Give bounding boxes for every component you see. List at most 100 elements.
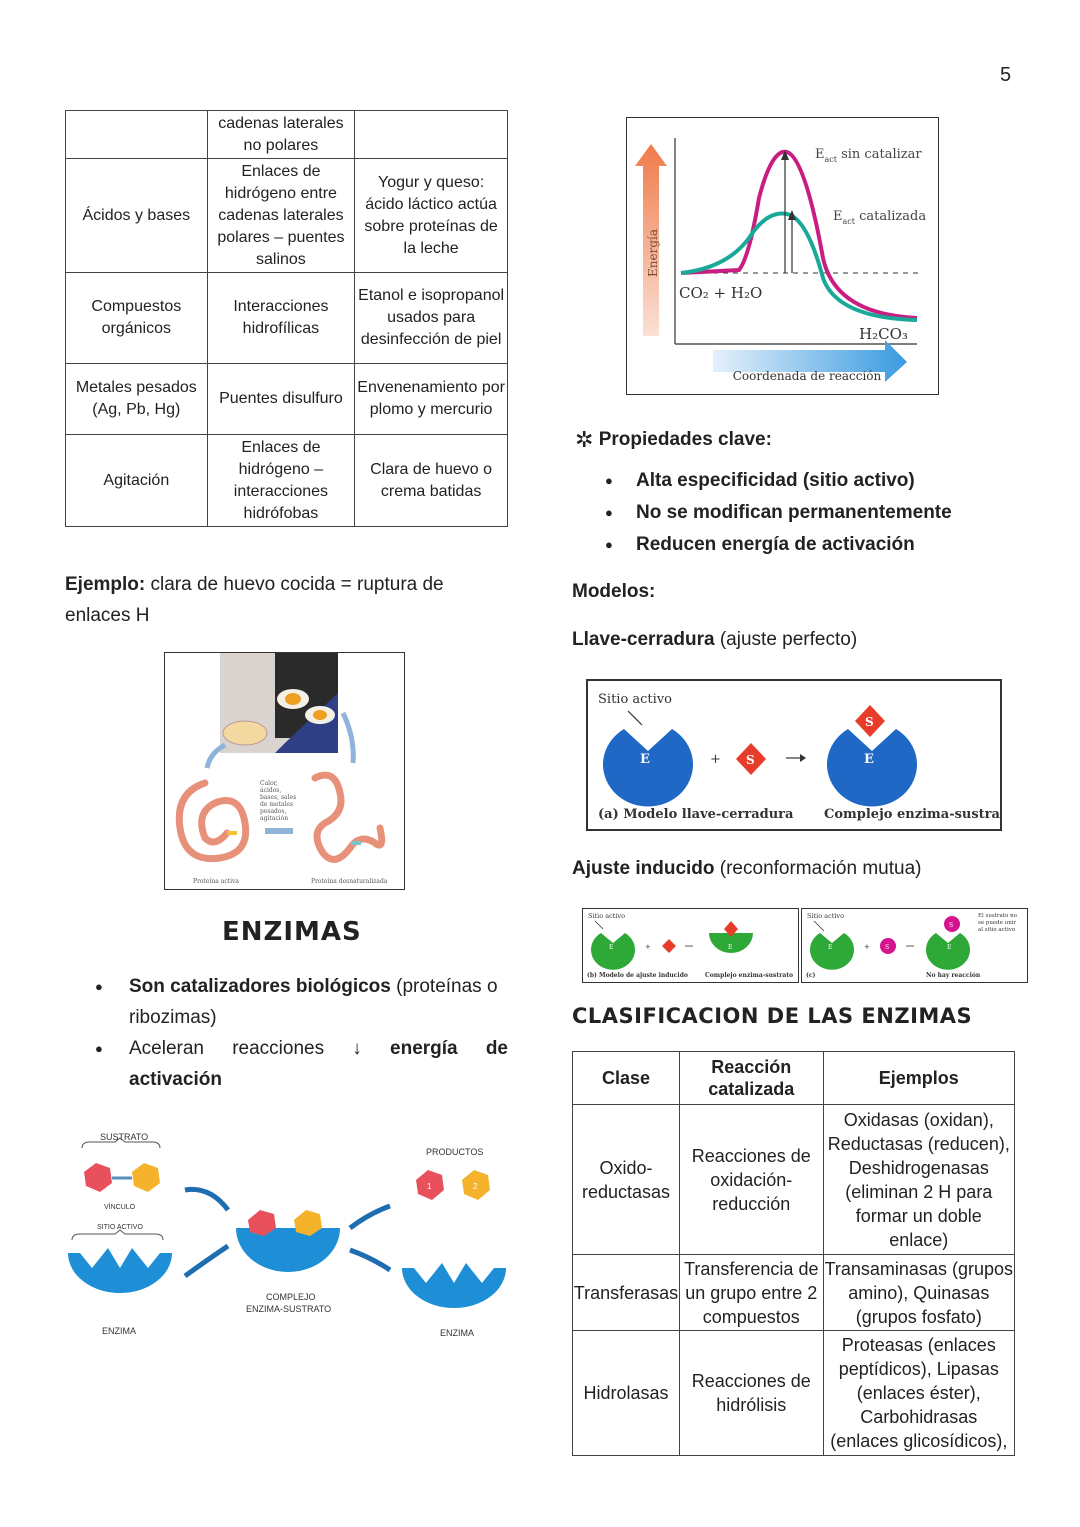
pointer bbox=[594, 920, 604, 930]
table-cell bbox=[354, 110, 508, 159]
brace bbox=[71, 1229, 164, 1241]
table-row: Metales pesados (Ag, Pb, Hg) Puentes dis… bbox=[65, 363, 508, 435]
table-cell: Clara de huevo o crema batidas bbox=[354, 434, 508, 527]
table-cell bbox=[65, 110, 208, 159]
arrowhead bbox=[788, 210, 796, 220]
enzyme-e bbox=[810, 933, 854, 970]
bullet-bold: energía de activación bbox=[129, 1038, 508, 1090]
energy-axis-arrow bbox=[635, 144, 667, 336]
table-cell: Transferencia de un grupo entre 2 compue… bbox=[678, 1254, 824, 1331]
table-row: Agitación Enlaces de hidrógeno – interac… bbox=[65, 434, 508, 527]
table-cell: Enlaces de hidrógeno – interacciones hid… bbox=[206, 434, 356, 527]
enzyme-e bbox=[603, 729, 693, 807]
denatured-protein bbox=[311, 771, 386, 863]
ajuste-rest: (reconformación mutua) bbox=[714, 858, 922, 879]
label-sustrato: SUSTRATO bbox=[100, 1132, 148, 1142]
llave-cerradura-line: Llave-cerradura (ajuste perfecto) bbox=[572, 629, 857, 651]
gear-icon: ✲ bbox=[575, 427, 594, 452]
bullet-bold: Son catalizadores biológicos bbox=[129, 976, 391, 997]
caption-right: Complejo enzima-sustrato bbox=[824, 807, 1000, 822]
x-axis-label: Coordenada de reacción bbox=[733, 369, 882, 383]
clasificacion-title: CLASIFICACION DE LAS ENZIMAS bbox=[572, 1004, 973, 1028]
table-header-row: Clase Reacción catalizada Ejemplos bbox=[572, 1051, 1016, 1105]
enzyme-right bbox=[402, 1263, 506, 1308]
caption-right: Complejo enzima-sustrato bbox=[705, 972, 793, 979]
list-item: Reducen energía de activación bbox=[575, 529, 952, 561]
bond-marker bbox=[227, 831, 237, 835]
bullet-text: (proteínas o ribozimas) bbox=[129, 976, 498, 1028]
enzyme-label: E bbox=[640, 752, 650, 767]
list-item: Aceleran reacciones ↓ energía de activac… bbox=[65, 1033, 508, 1095]
pointer bbox=[627, 710, 643, 726]
caption-left: (b) Modelo de ajuste inducido bbox=[587, 972, 688, 979]
sitio-label: Sitio activo bbox=[807, 912, 844, 920]
substrate-part bbox=[132, 1163, 160, 1192]
substrate-s bbox=[880, 938, 896, 954]
propiedades-list: Alta especificidad (sitio activo) No se … bbox=[575, 465, 952, 561]
complex-substrate-label: S bbox=[865, 715, 874, 729]
lock-key-svg: Sitio activo E + S S E (a) Modelo llave-… bbox=[598, 692, 1015, 822]
substrate-part bbox=[294, 1210, 322, 1236]
table-cell: Etanol e isopropanol usados para desinfe… bbox=[354, 272, 508, 364]
induced-fit-figure: Sitio activo E + E (b) Modelo de ajuste … bbox=[582, 908, 799, 983]
table-cell: Agitación bbox=[65, 434, 208, 527]
lock-key-figure: Sitio activo E + S S E (a) Modelo llave-… bbox=[586, 679, 1015, 831]
classification-table: Clase Reacción catalizada Ejemplos Oxido… bbox=[572, 1051, 1016, 1456]
list-item: No se modifican permanentemente bbox=[575, 497, 952, 529]
eact-uncat-label: Eact sin catalizar bbox=[815, 147, 922, 164]
table-cell: Proteasas (enlaces peptídicos), Lipasas … bbox=[822, 1330, 1016, 1456]
complex-substrate bbox=[724, 921, 738, 937]
table-row: Ácidos y bases Enlaces de hidrógeno entr… bbox=[65, 158, 508, 273]
label-vinculo: VÍNCULO bbox=[104, 1202, 136, 1211]
complex-enzyme-label: E bbox=[864, 752, 874, 767]
product-1-label: 1 bbox=[427, 1182, 432, 1191]
table-row: cadenas laterales no polares bbox=[65, 110, 508, 159]
table-cell: Reacciones de oxidación-reducción bbox=[678, 1104, 824, 1255]
arrow bbox=[349, 1247, 392, 1273]
table-cell: Transferasas bbox=[572, 1254, 680, 1331]
brace bbox=[81, 1137, 161, 1149]
table-cell: Oxidasas (oxidan), Reductasas (reducen),… bbox=[822, 1104, 1016, 1255]
table-cell: Puentes disulfuro bbox=[206, 363, 356, 435]
plus-sign: + bbox=[645, 943, 651, 951]
complex-substrate bbox=[855, 705, 885, 737]
label-sitio-activo: SITIO ACTIVO bbox=[97, 1224, 143, 1231]
table-cell: Reacciones de hidrólisis bbox=[678, 1330, 824, 1456]
enzyme-e2 bbox=[926, 933, 970, 970]
arrow bbox=[348, 1203, 391, 1231]
table-cell: Interacciones hidrofílicas bbox=[206, 272, 356, 364]
table-cell: Oxido-reductasas bbox=[572, 1104, 680, 1255]
substrate-part bbox=[248, 1210, 276, 1236]
enzyme-label: E bbox=[828, 944, 832, 951]
enzyme-label: E bbox=[609, 944, 613, 951]
llave-bold: Llave-cerradura bbox=[572, 629, 715, 650]
product-2-label: 2 bbox=[473, 1182, 478, 1191]
product-label: H₂CO₃ bbox=[859, 325, 908, 343]
caption-denatured: Proteína desnaturalizada bbox=[311, 878, 388, 885]
example-label: Ejemplo: bbox=[65, 574, 146, 595]
table-cell: Yogur y queso: ácido láctico actúa sobre… bbox=[354, 158, 508, 273]
llave-rest: (ajuste perfecto) bbox=[714, 629, 858, 650]
table-cell: Hidrolasas bbox=[572, 1330, 680, 1456]
caption-right: No hay reacción bbox=[926, 972, 981, 979]
ajuste-bold: Ajuste inducido bbox=[572, 858, 715, 879]
complex-enzyme-label: E bbox=[728, 944, 732, 951]
table-cell: Envenenamiento por plomo y mercurio bbox=[354, 363, 508, 435]
enzimas-list: Son catalizadores biológicos (proteínas … bbox=[65, 971, 508, 1095]
substrate-s2 bbox=[944, 916, 960, 932]
caption-active: Proteína activa bbox=[193, 878, 239, 885]
table-cell: Metales pesados (Ag, Pb, Hg) bbox=[65, 363, 208, 435]
plus-sign: + bbox=[710, 752, 721, 767]
complex-enzyme bbox=[827, 729, 917, 807]
substrate-s bbox=[662, 939, 676, 953]
substrate-label: S bbox=[949, 922, 953, 929]
x-axis-arrow bbox=[713, 340, 907, 382]
enzyme-left bbox=[68, 1248, 172, 1293]
bullet-text: Aceleran reacciones ↓ bbox=[129, 1038, 391, 1059]
header-cell: Ejemplos bbox=[822, 1051, 1016, 1105]
page-number: 5 bbox=[1000, 64, 1012, 86]
